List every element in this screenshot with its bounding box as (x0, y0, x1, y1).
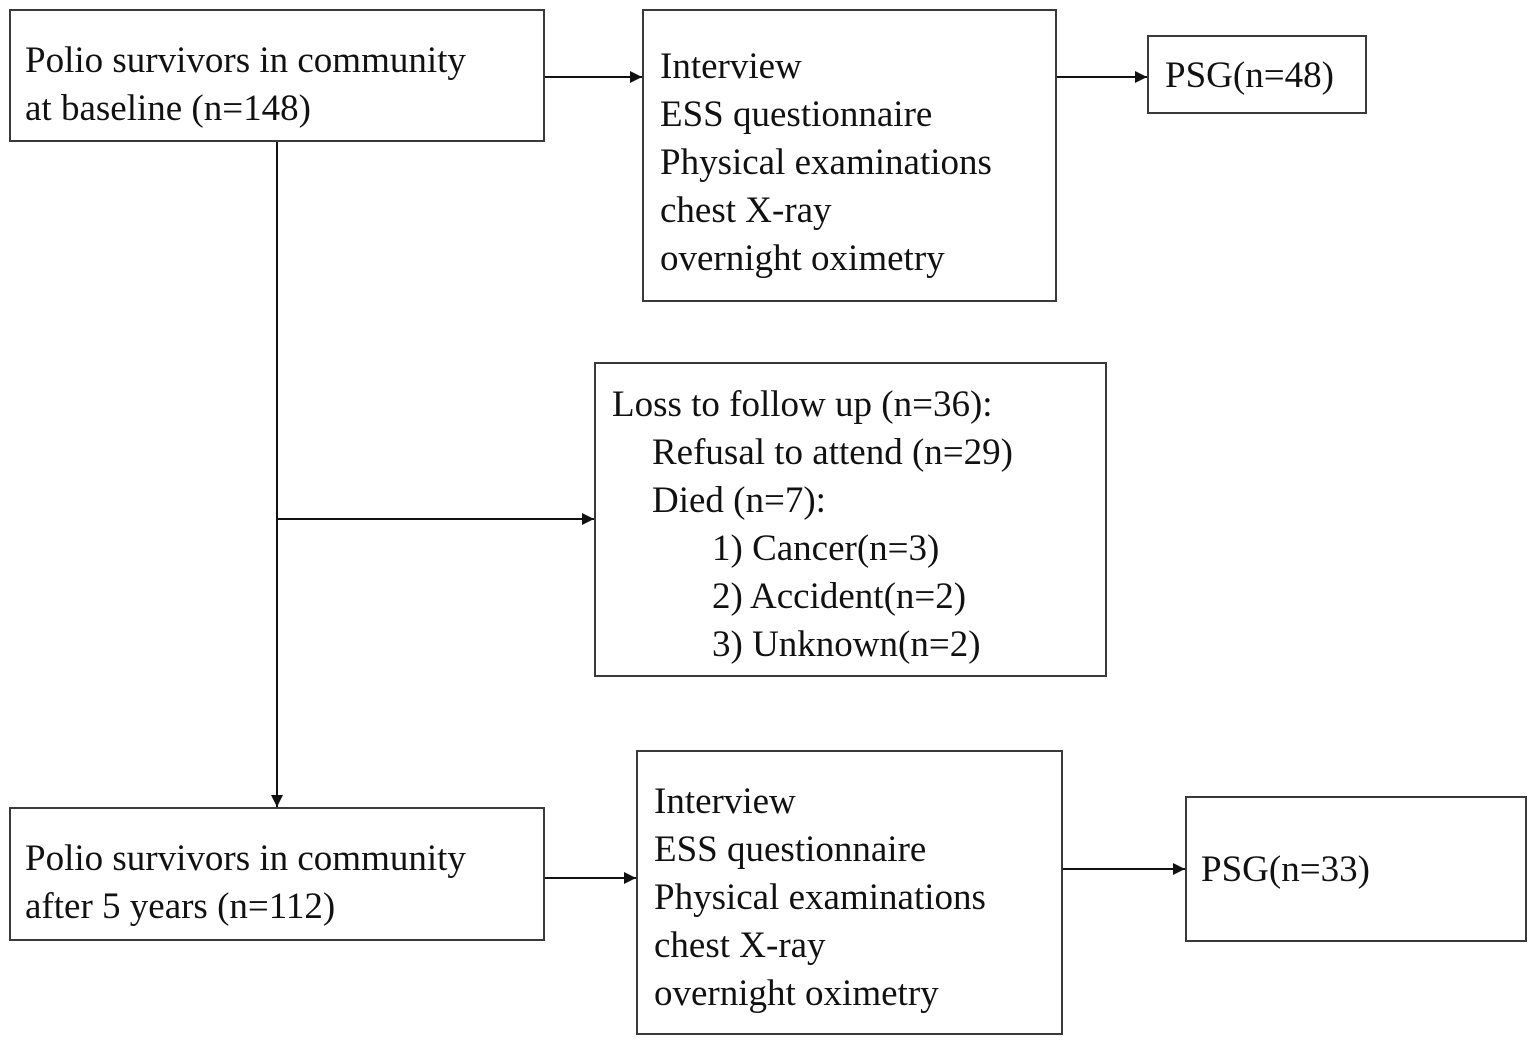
followup-psg-label: PSG(n=33) (1201, 849, 1370, 890)
followup-assessments-box: Interview ESS questionnaire Physical exa… (636, 750, 1063, 1035)
baseline-cohort-line-2: at baseline (n=148) (25, 88, 311, 129)
assessment-item: overnight oximetry (654, 973, 939, 1014)
assessment-item: Interview (660, 46, 802, 87)
death-cause-item: 3) Unknown(n=2) (712, 624, 981, 665)
death-cause-item: 1) Cancer(n=3) (712, 528, 940, 569)
loss-heading: Loss to follow up (n=36): (612, 384, 993, 425)
death-cause-item: 2) Accident(n=2) (712, 576, 967, 617)
loss-to-follow-up-box: Loss to follow up (n=36): Refusal to att… (594, 362, 1107, 677)
followup-cohort-box: Polio survivors in community after 5 yea… (9, 807, 545, 941)
assessment-item: ESS questionnaire (660, 94, 933, 135)
assessment-item: chest X-ray (660, 190, 832, 231)
assessment-item: Physical examinations (660, 142, 992, 183)
assessment-item: chest X-ray (654, 925, 826, 966)
baseline-psg-label: PSG(n=48) (1165, 55, 1334, 96)
assessment-item: Physical examinations (654, 877, 986, 918)
baseline-psg-box: PSG(n=48) (1147, 35, 1367, 114)
assessment-item: overnight oximetry (660, 238, 945, 279)
baseline-cohort-line-1: Polio survivors in community (25, 40, 466, 81)
assessment-item: Interview (654, 781, 796, 822)
baseline-assessments-box: Interview ESS questionnaire Physical exa… (642, 9, 1057, 302)
loss-refusal: Refusal to attend (n=29) (652, 432, 1013, 473)
assessment-item: ESS questionnaire (654, 829, 927, 870)
followup-cohort-line-2: after 5 years (n=112) (25, 886, 336, 927)
followup-cohort-line-1: Polio survivors in community (25, 838, 466, 879)
followup-psg-box: PSG(n=33) (1185, 796, 1527, 942)
loss-died: Died (n=7): (652, 480, 826, 521)
baseline-cohort-box: Polio survivors in community at baseline… (9, 9, 545, 142)
